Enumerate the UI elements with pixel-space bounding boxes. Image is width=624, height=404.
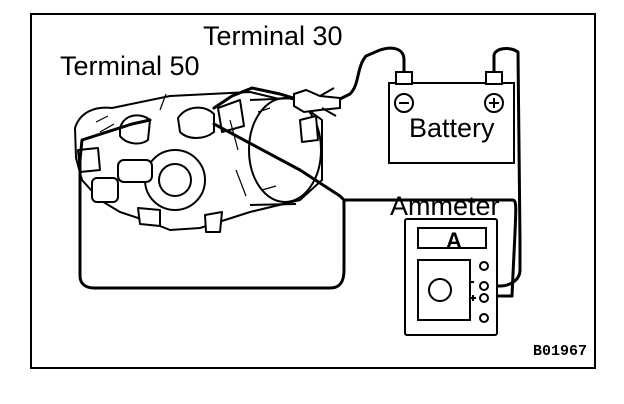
figure-code: B01967 <box>533 343 588 360</box>
wiring <box>78 46 522 298</box>
terminal-50-label: Terminal 50 <box>60 51 200 81</box>
alligator-clip-icon <box>293 87 341 117</box>
ammeter-label: Ammeter <box>390 191 500 221</box>
figure-frame <box>30 13 596 369</box>
battery-label: Battery <box>409 113 495 143</box>
ammeter-face-label: A <box>446 228 462 253</box>
terminal-30-label: Terminal 30 <box>203 21 343 51</box>
battery-icon <box>388 71 515 164</box>
ammeter-icon <box>404 218 498 336</box>
starter-motor-icon <box>74 91 323 233</box>
